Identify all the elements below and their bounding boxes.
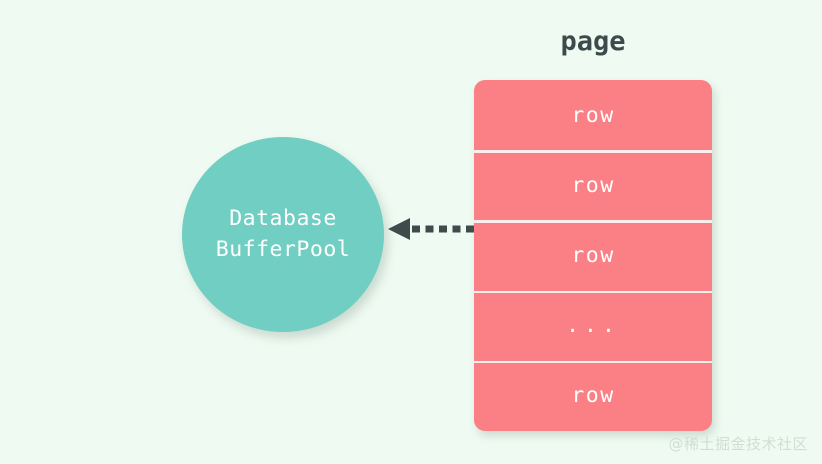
arrow-head-left-icon xyxy=(388,218,410,240)
page-row-label: row xyxy=(571,172,615,198)
node-database-buffer-pool[interactable]: Database BufferPool xyxy=(182,137,384,332)
node-label-line-1: Database xyxy=(229,205,337,231)
page-row[interactable]: row xyxy=(474,360,712,431)
page-row[interactable]: row xyxy=(474,80,712,150)
node-label-line-2: BufferPool xyxy=(215,236,351,262)
watermark: @稀土掘金技术社区 xyxy=(668,435,808,453)
page-title: page xyxy=(560,26,626,57)
page-row[interactable]: row xyxy=(474,150,712,220)
page-row-label: row xyxy=(571,383,615,409)
page-row-label: row xyxy=(571,102,615,128)
page-row-ellipsis[interactable]: ... xyxy=(474,290,712,361)
page-row-label: row xyxy=(571,243,615,268)
arrow-page-to-bufferpool xyxy=(388,218,476,240)
page-row[interactable]: row xyxy=(474,220,712,290)
page-row-label: ... xyxy=(566,313,620,339)
page-box[interactable]: row row row ... row xyxy=(474,80,712,431)
